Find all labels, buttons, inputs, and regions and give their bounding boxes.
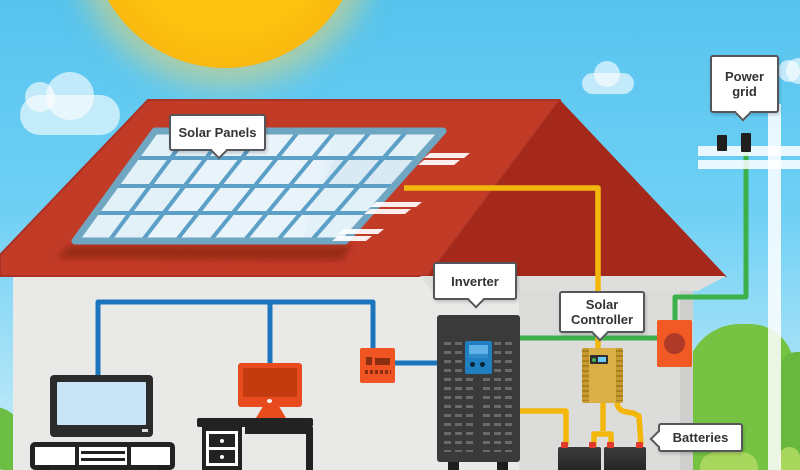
tv-led (142, 429, 148, 432)
tv-stand-icon (30, 442, 175, 470)
battery-terminal (607, 442, 614, 448)
inverter-unit (437, 315, 520, 462)
label-text: grid (732, 84, 757, 99)
label-text: Batteries (672, 430, 729, 445)
label-solar-panels: Solar Panels (169, 114, 266, 160)
hill (779, 352, 800, 470)
cloud-icon (778, 58, 800, 84)
tv-screen (57, 382, 146, 425)
label-batteries: Batteries (649, 423, 743, 452)
inverter-display (465, 341, 492, 374)
cloud-icon (20, 72, 120, 135)
battery-terminal (636, 442, 643, 448)
label-text: Solar Panels (178, 125, 257, 140)
label-text: Inverter (451, 273, 499, 289)
bush (779, 447, 800, 470)
tv-icon (50, 375, 153, 437)
monitor-stand (256, 407, 286, 418)
wall-outlet-box (360, 348, 395, 383)
label-text: Controller (570, 312, 634, 327)
insulator (741, 133, 751, 152)
sun-icon (90, 0, 360, 68)
battery (558, 447, 601, 470)
label-text: Solar (585, 297, 619, 312)
label-solar-controller: Solar Controller (559, 291, 645, 342)
battery-terminal (589, 442, 596, 448)
computer-monitor-icon (238, 363, 302, 407)
ac-disconnect-box (657, 320, 692, 367)
stand-leg (158, 466, 170, 470)
panel-shadow (58, 246, 352, 260)
stand-leg (38, 466, 50, 470)
battery (604, 447, 646, 470)
roof-gable (428, 100, 727, 277)
insulator (717, 135, 727, 151)
disconnect-dial (664, 333, 685, 354)
charge-controller-unit (582, 348, 623, 403)
bush (700, 452, 758, 470)
heatsink-fins (582, 350, 589, 401)
heatsink-fins (616, 350, 623, 401)
inverter-foot (448, 462, 459, 470)
controller-display (590, 355, 608, 364)
callout-pointer (734, 104, 752, 122)
callout-pointer (210, 142, 228, 160)
battery-terminal (561, 442, 568, 448)
label-power-grid: Power grid (710, 55, 779, 122)
desk-drawers (202, 427, 242, 470)
desk-icon (197, 418, 313, 470)
inverter-foot (497, 462, 508, 470)
label-text: Power (724, 69, 764, 84)
roof-shine-strips (332, 153, 470, 241)
monitor-screen (243, 368, 297, 397)
cloud-icon (582, 61, 634, 94)
label-inverter: Inverter (433, 262, 517, 309)
